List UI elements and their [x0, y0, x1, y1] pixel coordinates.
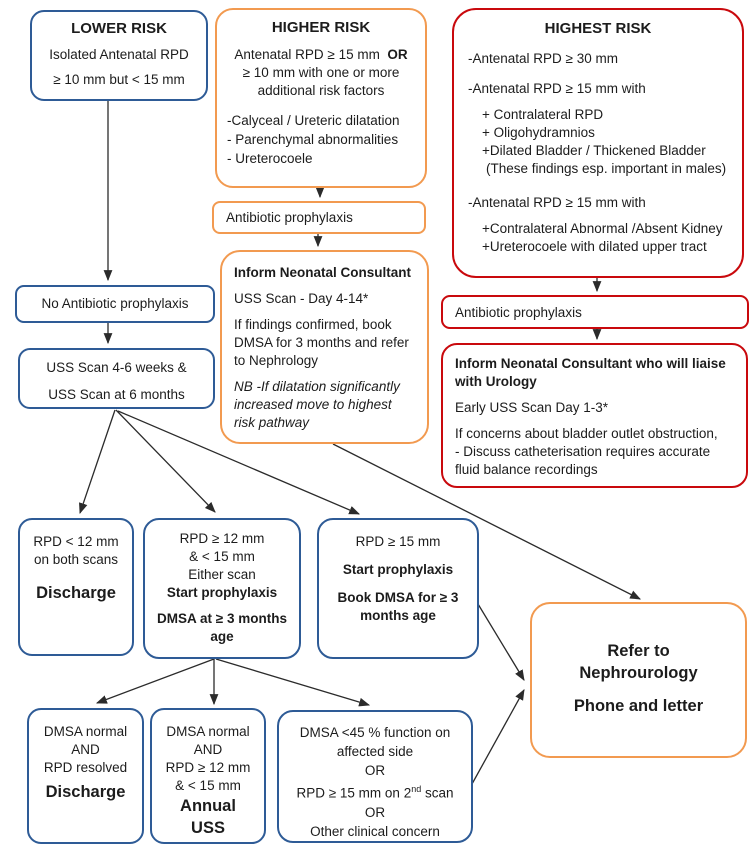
dmsa-discharge-line: RPD resolved [43, 760, 128, 775]
refer-line: Phone and letter [573, 697, 704, 715]
arrow-uss-to-rpdlt12 [79, 409, 116, 515]
higher-risk-factors: -Calyceal / Ureteric dilatation - Parenc… [222, 111, 420, 168]
dmsa-45-line: RPD ≥ 15 mm on 2nd scan [296, 784, 454, 801]
dmsa-annual-line: DMSA normal [166, 724, 250, 739]
dmsa-45-line: DMSA <45 % function on [299, 725, 451, 740]
higher-risk-line: ≥ 10 mm with one or more additional risk… [242, 65, 400, 98]
box-inform-neonatal-consultant: Inform Neonatal Consultant USS Scan - Da… [220, 250, 429, 444]
rpd-lt12-line: on both scans [33, 552, 119, 567]
dmsa-discharge-line: DMSA normal [43, 724, 128, 739]
risk-factor: - Parenchymal abnormalities [227, 132, 399, 147]
highest-risk-line: +Ureterocoele with dilated upper tract [482, 239, 707, 254]
box-dmsa-under-45-percent: DMSA <45 % function on affected side OR … [277, 710, 473, 843]
rpd-12-15-line: RPD ≥ 12 mm [179, 531, 265, 546]
highest-risk-line: +Dilated Bladder / Thickened Bladder [482, 143, 706, 158]
dmsa-45-line: affected side [336, 744, 414, 759]
rpd-12-15-line: Either scan [188, 567, 256, 582]
box-inform-neonatal-urology: Inform Neonatal Consultant who will liai… [441, 343, 748, 488]
box-rpd-12-to-15: RPD ≥ 12 mm & < 15 mm Either scan Start … [143, 518, 301, 659]
box-highest-risk: HIGHEST RISK -Antenatal RPD ≥ 30 mm -Ant… [452, 8, 744, 278]
box-refer-nephrourology: Refer to Nephrourology Phone and letter [530, 602, 747, 758]
highest-risk-line: +Contralateral Abnormal /Absent Kidney [482, 221, 723, 236]
arrow-dmsa45-to-refer [471, 689, 525, 785]
box-dmsa-normal-discharge: DMSA normal AND RPD resolved Discharge [27, 708, 144, 844]
highest-risk-line: + Oligohydramnios [482, 125, 595, 140]
arrow-rpd1215-to-dmsadischarge [95, 658, 215, 704]
arrow-rpd1215-to-dmsa45 [215, 658, 371, 707]
inform-neonatal-line: USS Scan - Day 4-14* [234, 291, 369, 306]
highest-risk-line: (These findings esp. important in males) [486, 161, 727, 176]
inform-urology-line: Early USS Scan Day 1-3* [455, 400, 609, 415]
uss-scan-line: USS Scan at 6 months [48, 387, 185, 402]
rpd-12-15-action: DMSA at ≥ 3 months age [157, 611, 287, 644]
inform-neonatal-line: If findings confirmed, book DMSA for 3 m… [234, 317, 409, 368]
highest-risk-line: -Antenatal RPD ≥ 15 mm with [468, 81, 646, 96]
arrow-uss-to-rpd1215 [115, 409, 216, 513]
box-antibiotic-prophylaxis-right: Antibiotic prophylaxis [441, 295, 749, 329]
uss-scan-line: USS Scan 4-6 weeks & [46, 360, 187, 375]
highest-risk-line: + Contralateral RPD [482, 107, 604, 122]
dmsa-45-line: OR [364, 804, 386, 820]
lower-risk-line: Isolated Antenatal RPD [49, 47, 189, 62]
risk-factor: - Ureterocoele [227, 151, 313, 166]
dmsa-discharge-action: Discharge [45, 783, 126, 801]
risk-factor: -Calyceal / Ureteric dilatation [227, 113, 400, 128]
antibiotic-right-label: Antibiotic prophylaxis [455, 305, 582, 320]
rpd-lt12-action: Discharge [36, 584, 116, 602]
rpd-lt12-line: RPD < 12 mm [33, 534, 119, 549]
box-dmsa-normal-annual-uss: DMSA normal AND RPD ≥ 12 mm & < 15 mm An… [150, 708, 266, 844]
dmsa-discharge-line: AND [71, 742, 100, 757]
lower-risk-line: ≥ 10 mm but < 15 mm [53, 72, 185, 87]
dmsa-annual-line: RPD ≥ 12 mm [165, 760, 251, 775]
dmsa-annual-action: USS [191, 819, 225, 837]
dmsa-annual-line: AND [193, 742, 223, 757]
highest-risk-line: -Antenatal RPD ≥ 30 mm [468, 51, 618, 66]
higher-risk-title: HIGHER RISK [271, 19, 371, 36]
rpd-12-15-line: & < 15 mm [189, 549, 255, 564]
inform-urology-title: Inform Neonatal Consultant who will liai… [455, 356, 726, 389]
refer-line: Nephrourology [579, 664, 698, 682]
dmsa-45-line: OR [364, 763, 386, 778]
rpd-ge15-action: Book DMSA for ≥ 3 months age [337, 590, 459, 623]
rpd-ge15-action: Start prophylaxis [342, 562, 454, 577]
box-higher-risk: HIGHER RISK Antenatal RPD ≥ 15 mm OR ≥ 1… [215, 8, 427, 188]
rpd-ge15-line: RPD ≥ 15 mm [355, 534, 441, 549]
dmsa-annual-line: & < 15 mm [175, 778, 241, 793]
box-rpd-over-15: RPD ≥ 15 mm Start prophylaxis Book DMSA … [317, 518, 479, 659]
dmsa-annual-action: Annual [180, 797, 236, 815]
inform-urology-line: If concerns about bladder outlet obstruc… [455, 426, 718, 477]
inform-neonatal-title: Inform Neonatal Consultant [234, 265, 412, 280]
antibiotic-mid-label: Antibiotic prophylaxis [226, 210, 353, 225]
dmsa-45-line: Other clinical concern [310, 823, 440, 839]
highest-risk-title: HIGHEST RISK [544, 20, 652, 37]
refer-line: Refer to [607, 642, 670, 660]
box-rpd-under-12: RPD < 12 mm on both scans Discharge [18, 518, 134, 656]
box-antibiotic-prophylaxis-mid: Antibiotic prophylaxis [212, 201, 426, 234]
rpd-12-15-action: Start prophylaxis [166, 585, 278, 600]
box-uss-scan-schedule: USS Scan 4-6 weeks & USS Scan at 6 month… [18, 348, 215, 409]
arrow-rpdge15-to-refer [477, 603, 525, 681]
highest-risk-line: -Antenatal RPD ≥ 15 mm with [468, 195, 646, 210]
inform-neonatal-nb-note: NB -If dilatation significantly increase… [234, 379, 400, 430]
lower-risk-title: LOWER RISK [71, 20, 167, 37]
no-antibiotic-label: No Antibiotic prophylaxis [41, 296, 189, 311]
box-lower-risk: LOWER RISK Isolated Antenatal RPD ≥ 10 m… [30, 10, 208, 101]
box-no-antibiotic-prophylaxis: No Antibiotic prophylaxis [15, 285, 215, 323]
higher-risk-line: Antenatal RPD ≥ 15 mm OR [234, 47, 408, 62]
